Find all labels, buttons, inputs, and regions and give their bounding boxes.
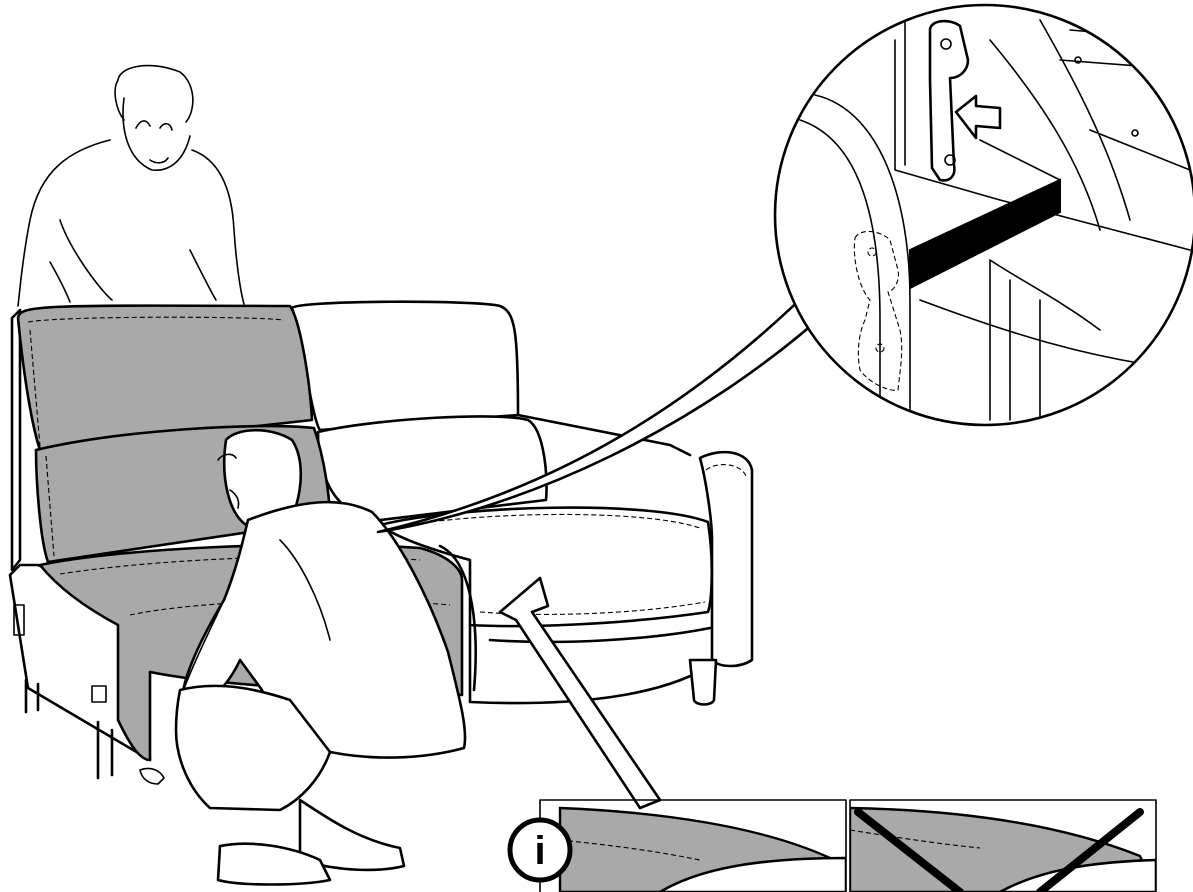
detail-panel-incorrect	[850, 800, 1156, 892]
zoom-detail	[775, 5, 1193, 450]
info-icon: i	[510, 820, 570, 880]
detail-panel-correct	[540, 800, 846, 892]
person-standing	[18, 66, 244, 306]
sofa-leg	[690, 660, 716, 705]
sofa-backrest	[292, 302, 518, 430]
info-letter: i	[534, 829, 545, 873]
